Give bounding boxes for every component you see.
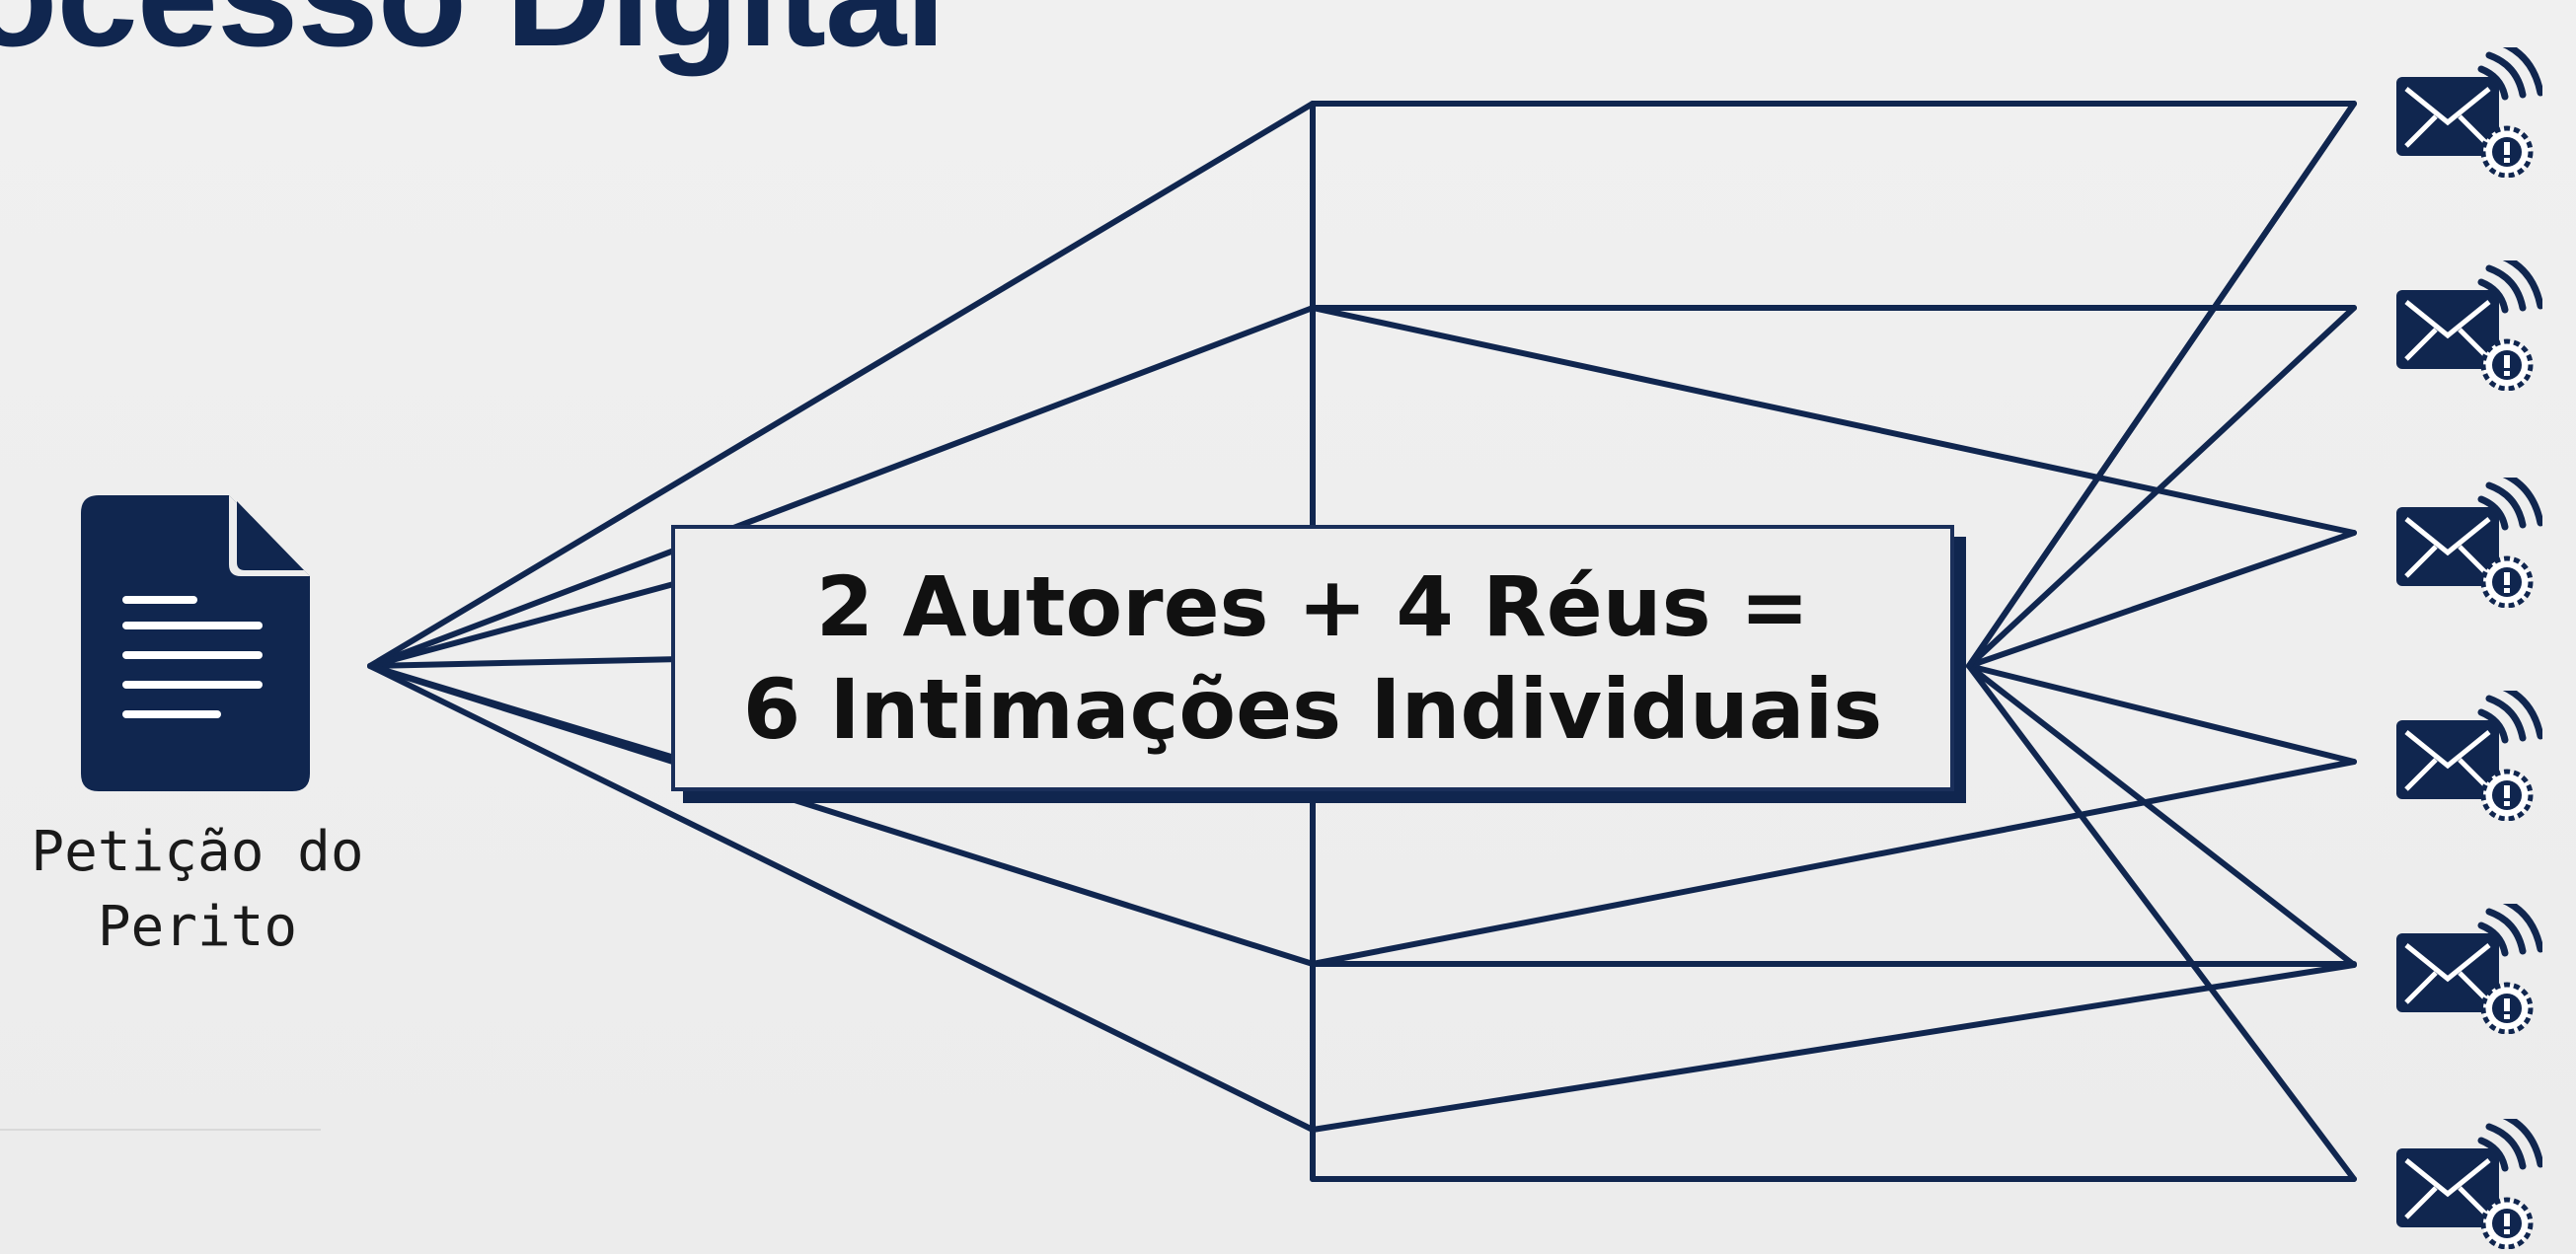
document-icon — [81, 495, 310, 791]
connector-line — [1966, 663, 2357, 968]
summary-box: 2 Autores + 4 Réus = 6 Intimações Indivi… — [671, 525, 1954, 791]
connector-line — [367, 101, 1316, 669]
source-label-line-1: Petição do — [31, 820, 364, 884]
connector-line — [367, 656, 684, 669]
email-alert-icon — [2390, 1109, 2544, 1250]
connector-line — [1310, 305, 2357, 536]
divider — [0, 1129, 321, 1131]
connector-line — [367, 663, 1316, 1133]
email-alert-icon — [2390, 468, 2544, 609]
connector-line — [367, 663, 684, 763]
source-label: Petição do Perito — [0, 815, 395, 965]
connector-line — [1966, 101, 2357, 669]
summary-line-1: 2 Autores + 4 Réus = — [815, 558, 1810, 655]
connector-line — [1966, 663, 2357, 765]
connector-line — [1310, 962, 2357, 1133]
connector-line — [1310, 759, 2357, 967]
summary-line-2: 6 Intimações Individuais — [742, 661, 1883, 758]
connector-line — [367, 305, 1316, 669]
email-alert-icon — [2390, 37, 2544, 179]
page-title: ocesso Digital — [0, 0, 946, 69]
email-alert-icon — [2390, 681, 2544, 822]
connector-line — [1966, 305, 2357, 669]
connector-line — [1966, 530, 2357, 669]
email-alert-icon — [2390, 894, 2544, 1035]
connector-line — [1966, 663, 2357, 1182]
source-label-line-2: Perito — [97, 895, 298, 959]
email-alert-icon — [2390, 251, 2544, 392]
connector-line — [367, 579, 684, 669]
